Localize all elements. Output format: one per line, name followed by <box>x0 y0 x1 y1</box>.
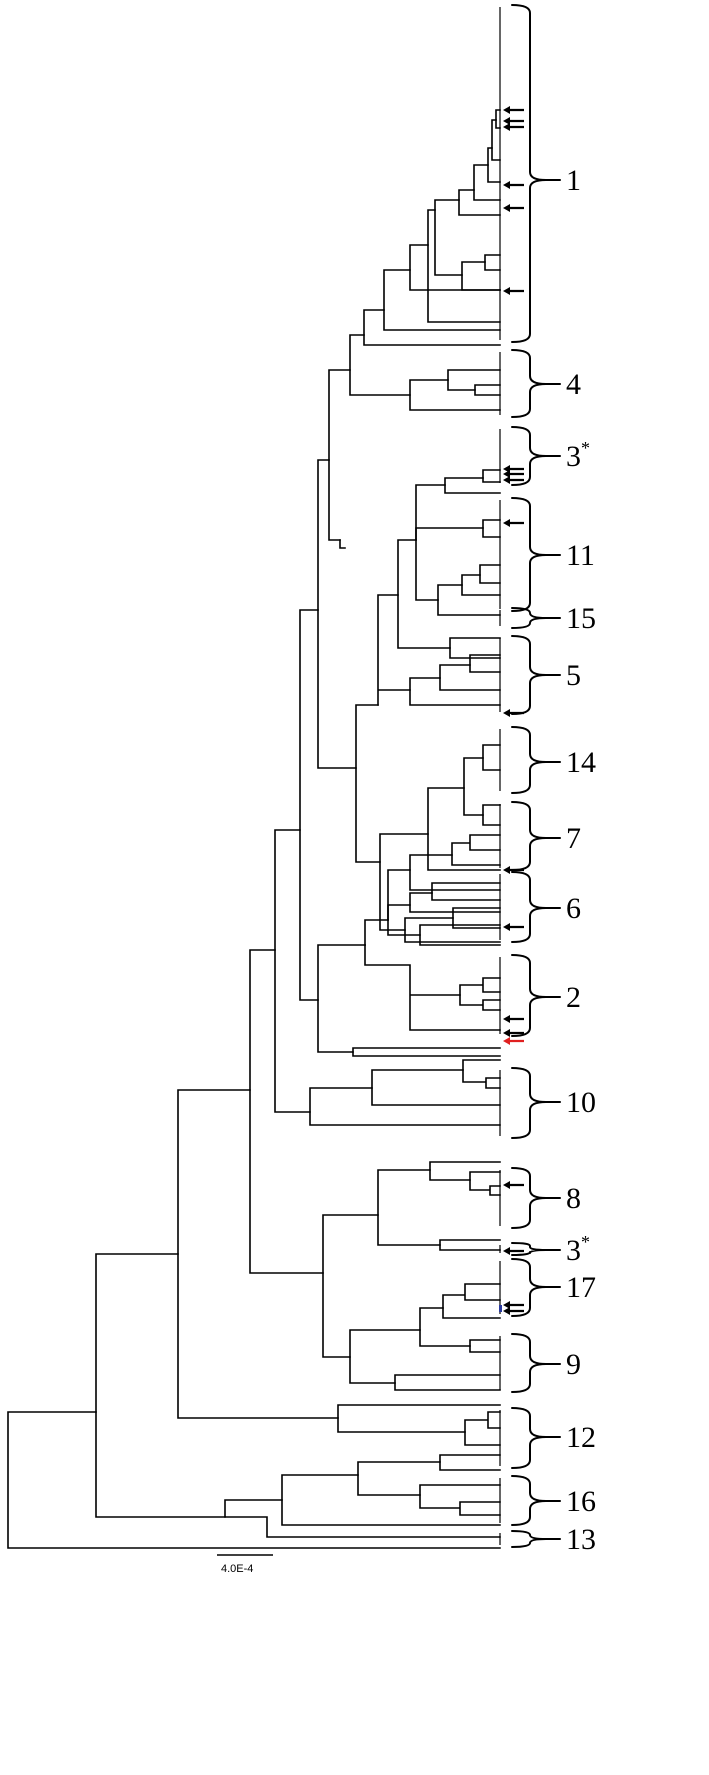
marker-arrow-icon <box>503 287 524 295</box>
clade-brace <box>511 1475 547 1526</box>
clade-label: 7 <box>566 822 581 855</box>
clade-brace <box>511 1530 547 1548</box>
scale-bar-label: 4.0E-4 <box>221 1563 253 1575</box>
clade-label: 11 <box>566 539 595 572</box>
clade-brace <box>511 1242 547 1256</box>
clade-brace <box>511 1333 547 1393</box>
clade-brace <box>511 801 547 871</box>
scale-bar: 4.0E-4 <box>217 1554 273 1575</box>
clade-brace <box>511 954 547 1037</box>
clade-label: 3* <box>566 1232 590 1267</box>
marker-arrow-icon <box>503 476 524 484</box>
clade-brace <box>511 871 547 943</box>
marker-arrow-icon <box>503 1307 524 1315</box>
clade-label: 16 <box>566 1485 596 1518</box>
clade-brace <box>511 1167 547 1229</box>
clade-brace <box>511 426 547 486</box>
marker-arrow-icon <box>503 470 524 478</box>
marker-arrow-icon <box>503 1037 524 1045</box>
blue-marker-icon <box>499 1305 502 1312</box>
clade-brace <box>511 1258 547 1317</box>
clade-brace <box>511 349 547 418</box>
clade-brace <box>511 497 547 612</box>
clade-label: 2 <box>566 981 581 1014</box>
clade-label: 9 <box>566 1348 581 1381</box>
clade-label: 10 <box>566 1086 596 1119</box>
clade-label: 14 <box>566 746 596 779</box>
marker-arrow-icon <box>503 1301 524 1309</box>
clade-label: 13 <box>566 1523 596 1556</box>
clade-brace <box>511 635 547 715</box>
marker-arrow-icon <box>503 1247 524 1255</box>
clade-label: 12 <box>566 1421 596 1454</box>
marker-arrow-icon <box>503 709 524 717</box>
tree-branches <box>7 109 501 1549</box>
clade-label: 5 <box>566 659 581 692</box>
marker-arrow-icon <box>503 519 524 527</box>
marker-arrow-icon <box>503 923 524 931</box>
clade-label: 4 <box>566 368 581 401</box>
clade-label: 1 <box>566 164 581 197</box>
marker-arrow-icon <box>503 866 524 874</box>
clade-brace <box>511 1067 547 1139</box>
marker-arrow-icon <box>503 106 524 114</box>
marker-arrow-icon <box>503 117 524 125</box>
clade-brace <box>511 726 547 794</box>
marker-arrow-icon <box>503 1029 524 1037</box>
clade-label: 3* <box>566 438 590 473</box>
clade-label: 8 <box>566 1182 581 1215</box>
clade-label: 6 <box>566 892 581 925</box>
marker-arrows <box>503 106 524 1315</box>
marker-arrow-icon <box>503 123 524 131</box>
marker-arrow-icon <box>503 204 524 212</box>
clade-label: 15 <box>566 602 596 635</box>
clade-label: 17 <box>566 1271 596 1304</box>
marker-arrow-icon <box>503 1015 524 1023</box>
marker-arrow-icon <box>503 181 524 189</box>
marker-arrow-icon <box>503 465 524 473</box>
marker-arrow-icon <box>503 1181 524 1189</box>
clade-brace <box>511 1407 547 1469</box>
